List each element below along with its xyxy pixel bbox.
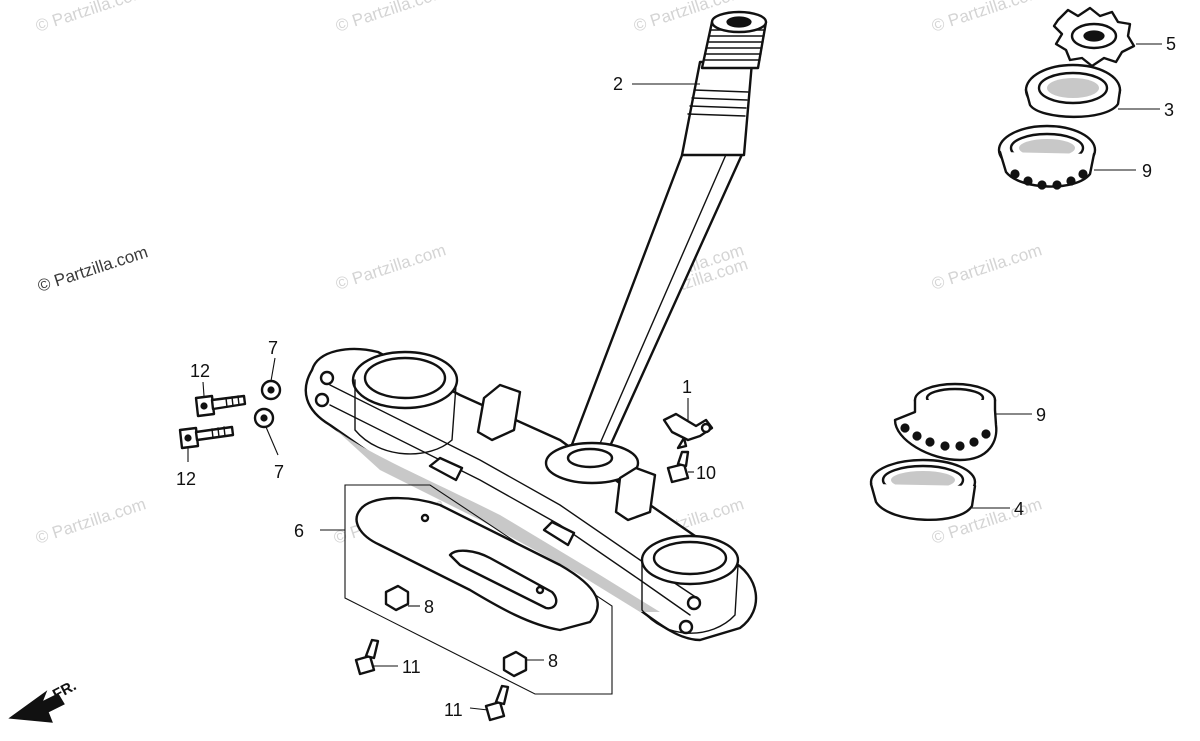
- callout-11-upper: 11: [402, 657, 421, 677]
- callout-7-lower: 7: [274, 462, 284, 482]
- part-4-bearing-race-lower: [869, 458, 977, 522]
- part-11-bolt-upper: [354, 638, 380, 676]
- lower-triple-clamp: [304, 347, 758, 642]
- callout-7-upper: 7: [268, 338, 278, 358]
- callout-12-lower: 12: [176, 469, 196, 489]
- part-12-bolt-lower: [178, 425, 235, 450]
- watermark: © Partzilla.com: [33, 0, 148, 36]
- watermark: © Partzilla.com: [33, 494, 148, 547]
- callout-5: 5: [1166, 34, 1176, 54]
- callout-2: 2: [613, 74, 623, 94]
- callout-3: 3: [1164, 100, 1174, 120]
- callout-8-upper: 8: [424, 597, 434, 617]
- callout-9-upper: 9: [1142, 161, 1152, 181]
- callout-1: 1: [682, 377, 692, 397]
- part-12-bolt-upper: [194, 394, 247, 418]
- part-8-nut-lower: [502, 650, 528, 678]
- part-8-nut-upper: [384, 584, 410, 612]
- watermark: © Partzilla.com: [333, 240, 448, 293]
- part-6-detail-box: [344, 484, 613, 695]
- front-direction-indicator: FR.: [8, 677, 79, 723]
- callout-10: 10: [696, 463, 716, 483]
- callout-12-upper: 12: [190, 361, 210, 381]
- watermark: © Partzilla.com: [929, 0, 1044, 36]
- watermark: © Partzilla.com: [35, 242, 150, 295]
- part-10-screw: [666, 450, 690, 484]
- leader-lines: [187, 43, 1162, 711]
- part-1-wing-clip: [662, 412, 714, 450]
- part-5-lock-washer: [1052, 6, 1136, 68]
- callout-11-lower: 11: [444, 700, 463, 720]
- part-7-washer-upper: [260, 379, 282, 401]
- callout-8-lower: 8: [548, 651, 558, 671]
- part-11-bolt-lower: [484, 684, 510, 722]
- watermark: © Partzilla.com: [929, 240, 1044, 293]
- part-3-bearing-race: [1024, 63, 1122, 119]
- front-arrow-icon: [8, 690, 65, 723]
- part-9-ball-bearing-lower: [893, 382, 998, 462]
- callout-4: 4: [1014, 499, 1024, 519]
- part-7-washer-lower: [253, 407, 275, 429]
- callout-labels: 2 5 3 9 9 4 6 7 7 12 12 1 10 8 8 11 11: [176, 34, 1176, 720]
- callout-6: 6: [294, 521, 304, 541]
- callout-9-lower: 9: [1036, 405, 1046, 425]
- watermark: © Partzilla.com: [333, 0, 448, 36]
- part-9-ball-bearing-upper: [997, 124, 1097, 190]
- steering-stem: [566, 10, 768, 457]
